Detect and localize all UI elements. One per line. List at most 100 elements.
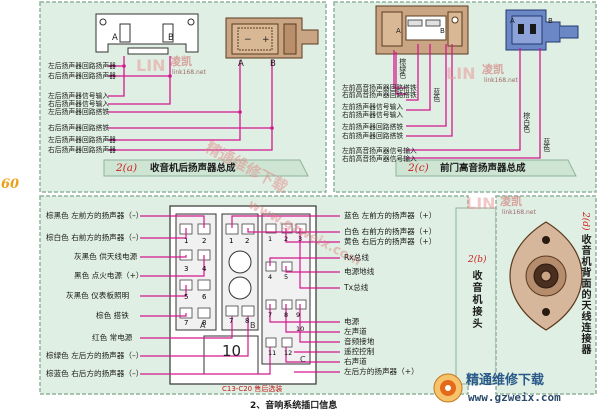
watermark-site-c: link168.net xyxy=(484,77,518,84)
panel-c-vert-2: 蓝色 xyxy=(431,88,440,102)
panel-c-caption: 前门高音扬声器总成 xyxy=(440,163,526,174)
rear-speaker-connector-small xyxy=(95,13,199,55)
caption-bar-c xyxy=(395,159,577,177)
main-right-label-4: Rx总线 xyxy=(344,253,369,262)
pin-number: 1 xyxy=(229,237,234,245)
brand-site-url: www.gzweix.com xyxy=(468,391,561,404)
panel-c-wire-5: 左前扬声器回路搭铁 xyxy=(342,123,404,131)
panel-c-wire-3: 左前扬声器信号输入 xyxy=(342,103,404,111)
panel-c-vert-4: 蓝色 xyxy=(541,138,550,152)
panel-a-wire-1: 左后扬声器信号输入 xyxy=(48,92,110,100)
pin-number: 8 xyxy=(284,311,289,319)
main-right-label-6: Tx总线 xyxy=(344,283,369,292)
tweeter-connector-brown xyxy=(375,5,469,55)
pin-number: 2 xyxy=(202,237,207,245)
pin-number: 5 xyxy=(184,293,189,301)
pin-number: 1 xyxy=(184,237,189,245)
panel-a-conn2-b: B xyxy=(270,59,276,69)
pin-number: 7 xyxy=(268,311,273,319)
panel-b-caption-number: 2(b) xyxy=(468,255,487,265)
pin-number: 1 xyxy=(268,235,273,243)
pin-number: 4 xyxy=(202,265,207,273)
main-left-label-5: 灰黑色 仪表板照明 xyxy=(66,291,130,300)
panel-c-vert-3: 棕白色 xyxy=(521,112,530,133)
block-letter-b: B xyxy=(250,321,256,330)
main-right-label-5: 电源地线 xyxy=(344,267,375,276)
watermark-site-a: link168.net xyxy=(172,69,206,76)
pin-number: 7 xyxy=(229,317,234,325)
page-number: 60 xyxy=(1,177,20,192)
watermark-brand-main: 凌凯 xyxy=(500,195,522,208)
svg-text:+: + xyxy=(262,35,270,45)
pin-number: 4 xyxy=(268,273,273,281)
panel-c-pin-b: B xyxy=(440,27,445,35)
main-right-label-10: 遥控控制 xyxy=(344,347,375,356)
pin-number: 12 xyxy=(284,349,293,357)
main-right-label-9: 音频接地 xyxy=(344,337,375,346)
panel-d-caption-number: 2(d) xyxy=(580,212,590,231)
main-left-label-7: 红色 常电源 xyxy=(92,333,133,342)
main-right-label-2: 白色 右前方的扬声器（+） xyxy=(344,227,437,236)
tweeter-connector-blue xyxy=(505,9,579,51)
watermark-brand-a: 凌凯 xyxy=(170,55,192,68)
panel-a-wire-4: 右后扬声器回路搭铁 xyxy=(48,124,110,132)
pin-number: 2 xyxy=(284,235,289,243)
site-logo-disc xyxy=(433,373,463,403)
main-left-label-1: 棕黑色 左前方的扬声器（–） xyxy=(46,211,144,220)
caption-bar-a xyxy=(103,159,309,177)
watermark-brand-c: 凌凯 xyxy=(482,63,504,76)
main-right-label-8: 左声道 xyxy=(344,327,367,336)
figure-caption: 2、音响系统插口信息 xyxy=(250,401,338,411)
main-left-label-6: 棕色 搭铁 xyxy=(96,311,129,320)
main-right-label-12: 左后方的扬声器（+） xyxy=(344,367,419,376)
pin-number: 9 xyxy=(296,311,301,319)
main-right-label-7: 电源 xyxy=(344,317,360,326)
main-left-label-4: 黑色 点火电源（+） xyxy=(74,271,144,280)
panel-c-pin-a: A xyxy=(396,27,401,35)
panel-a-wire-2: 右后扬声器信号输入 xyxy=(48,100,110,108)
svg-text:−: − xyxy=(244,35,252,45)
panel-a-wire-6: 右后扬声器回路扬声器 xyxy=(48,146,116,154)
main-left-label-9: 棕蓝色 右后方的扬声器（–） xyxy=(46,369,144,378)
main-right-label-3: 黄色 右后方的扬声器（+） xyxy=(344,237,437,246)
main-right-wires xyxy=(231,215,340,373)
block-letter-c: C xyxy=(300,355,306,364)
panel-c-blue-a: A xyxy=(510,17,515,25)
pin-number: 6 xyxy=(202,293,207,301)
brand-site-name: 精通维修下载 xyxy=(466,373,545,388)
panel-a-wire-top-2: 右后扬声器回路扬声器 xyxy=(48,72,116,80)
main-left-wires xyxy=(140,215,271,375)
panel-c-blue-b: B xyxy=(548,17,553,25)
watermark-site-main: link168.net xyxy=(502,209,536,216)
panel-d-caption: 收音机背面的天线连接器 xyxy=(579,234,590,355)
panel-b-caption: 收音机接头 xyxy=(470,270,481,330)
panel-a-caption: 收音机后扬声器总成 xyxy=(150,163,236,174)
panel-c-wire-8: 右前高音扬声器信号输入 xyxy=(342,155,417,163)
pin-number: 11 xyxy=(268,349,277,357)
pin-number: 8 xyxy=(202,319,207,327)
connector-footer: C13-C20 售后选装 xyxy=(222,385,283,393)
main-left-label-2: 棕白色 右前方的扬声器（–） xyxy=(46,233,144,242)
pin-number: 5 xyxy=(284,273,289,281)
panel-c-vert-1: 棕绿色 xyxy=(397,58,406,79)
pin-number: 3 xyxy=(298,235,303,243)
panel-c-wires xyxy=(393,44,541,159)
panel-c-wire-1: 左前高音扬声器回路搭铁 xyxy=(342,84,417,92)
panel-a-conn2-a: A xyxy=(238,59,244,69)
panel-a-caption-number: 2(a) xyxy=(116,162,138,174)
main-left-label-3: 灰黑色 供天线电源 xyxy=(74,252,138,261)
radio-connector xyxy=(169,205,317,385)
watermark-lin-c: LIN xyxy=(446,64,476,83)
panel-a-pin-b: B xyxy=(168,33,174,43)
panel-b-background xyxy=(455,207,497,385)
watermark-lin-main: LIN xyxy=(466,194,496,213)
panel-c-wire-4: 右前扬声器信号输入 xyxy=(342,111,404,119)
pin-number: 8 xyxy=(245,317,250,325)
big-pin-number: 10 xyxy=(222,342,242,360)
pin-number: 3 xyxy=(184,265,189,273)
main-left-label-8: 棕绿色 左后方的扬声器（–） xyxy=(46,351,144,360)
panel-c-caption-number: 2(c) xyxy=(408,162,429,174)
panel-a-wire-3: 左后扬声器回路搭铁 xyxy=(48,108,110,116)
